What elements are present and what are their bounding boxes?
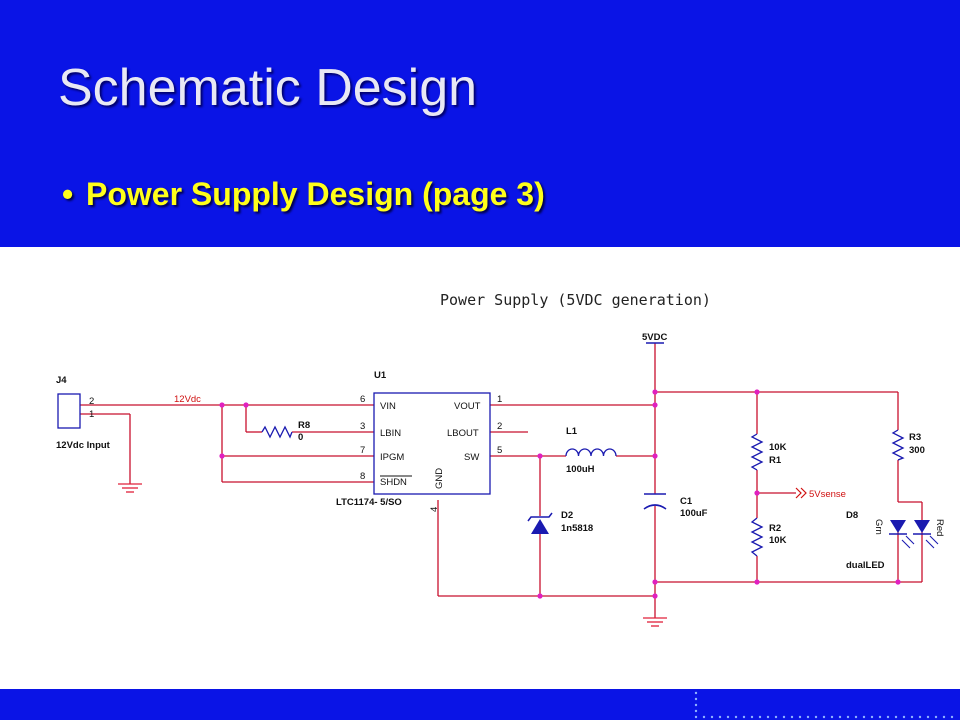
ground-symbol-j4	[118, 483, 142, 493]
u1-gnd-pin: 4	[429, 507, 440, 512]
u1-pin-num: 3	[360, 421, 365, 432]
resistor-r8: R8 0	[261, 420, 310, 443]
u1-pin-num: 8	[360, 471, 365, 482]
r1-value: 10K	[769, 442, 787, 453]
bullet-text: Power Supply Design (page 3)	[86, 176, 545, 212]
j4-pin1: 1	[89, 409, 94, 420]
r3-ref: R3	[909, 432, 921, 443]
schematic-caption: Power Supply (5VDC generation)	[440, 291, 711, 309]
j4-label: 12Vdc Input	[56, 440, 111, 451]
u1-pin-num: 7	[360, 445, 365, 456]
u1-pin-name: VIN	[380, 401, 396, 412]
inductor-l1: L1 100uH	[565, 426, 617, 475]
j4-pin2: 2	[89, 396, 94, 407]
capacitor-c1: C1 100uF	[643, 493, 708, 519]
footer-dot-pattern	[694, 691, 954, 719]
d8-value: dualLED	[846, 560, 885, 571]
junction-dots	[219, 389, 901, 599]
wires	[80, 343, 923, 618]
r2-value: 10K	[769, 535, 787, 546]
net-label-5vsense: 5Vsense	[809, 489, 846, 500]
bullet-dot-icon: •	[62, 176, 74, 212]
u1-pin-num: 6	[360, 394, 365, 405]
c1-value: 100uF	[680, 508, 708, 519]
r8-value: 0	[298, 432, 303, 443]
power-5vdc: 5VDC	[642, 332, 667, 344]
u1-pin-num: 1	[497, 394, 502, 405]
u1-pin-name: SW	[464, 452, 479, 463]
connector-j4: J4 2 1 12Vdc Input	[56, 375, 111, 451]
resistor-r1: 10K R1	[750, 433, 787, 471]
slide-title: Schematic Design	[58, 59, 478, 117]
footer-bar	[0, 689, 960, 720]
u1-pin-num: 5	[497, 445, 502, 456]
resistor-r2: R2 10K	[750, 517, 787, 557]
d2-value: 1n5818	[561, 523, 593, 534]
l1-ref: L1	[566, 426, 578, 437]
d8-ref: D8	[846, 510, 858, 521]
u1-part: LTC1174- 5/SO	[336, 497, 402, 508]
u1-pin-name: IPGM	[380, 452, 404, 463]
net-label-12vdc: 12Vdc	[174, 394, 201, 405]
l1-value: 100uH	[566, 464, 595, 475]
u1-pin-name: LBOUT	[447, 428, 479, 439]
power-net-label: 5VDC	[642, 332, 667, 343]
slide-header	[0, 0, 960, 247]
ground-symbol-main	[643, 617, 667, 627]
d8-led-red: Red	[934, 519, 945, 536]
r3-value: 300	[909, 445, 925, 456]
led-d8: D8 Grn Red dualLED	[846, 510, 945, 571]
u1-ref: U1	[374, 370, 387, 381]
d8-led-grn: Grn	[873, 519, 884, 535]
u1-pin-name: SHDN	[380, 477, 407, 488]
r2-ref: R2	[769, 523, 781, 534]
j4-ref: J4	[56, 375, 67, 386]
ic-u1: U1 6 3 7 8 VIN LBIN IPGM SHDN VOUT LBOUT…	[336, 370, 502, 512]
u1-pin-num: 2	[497, 421, 502, 432]
resistor-r3: R3 300	[891, 429, 925, 461]
u1-pin-name: LBIN	[380, 428, 401, 439]
r1-ref: R1	[769, 455, 782, 466]
u1-pin-name: VOUT	[454, 401, 481, 412]
offpage-5vsense: 5Vsense	[795, 487, 846, 500]
c1-ref: C1	[680, 496, 693, 507]
bullet-item: • Power Supply Design (page 3)	[62, 176, 545, 213]
diode-d2: D2 1n5818	[527, 510, 593, 534]
d2-ref: D2	[561, 510, 573, 521]
r8-ref: R8	[298, 420, 310, 431]
u1-gnd-name: GND	[434, 468, 445, 489]
power-supply-schematic: Power Supply (5VDC generation)	[56, 291, 945, 627]
